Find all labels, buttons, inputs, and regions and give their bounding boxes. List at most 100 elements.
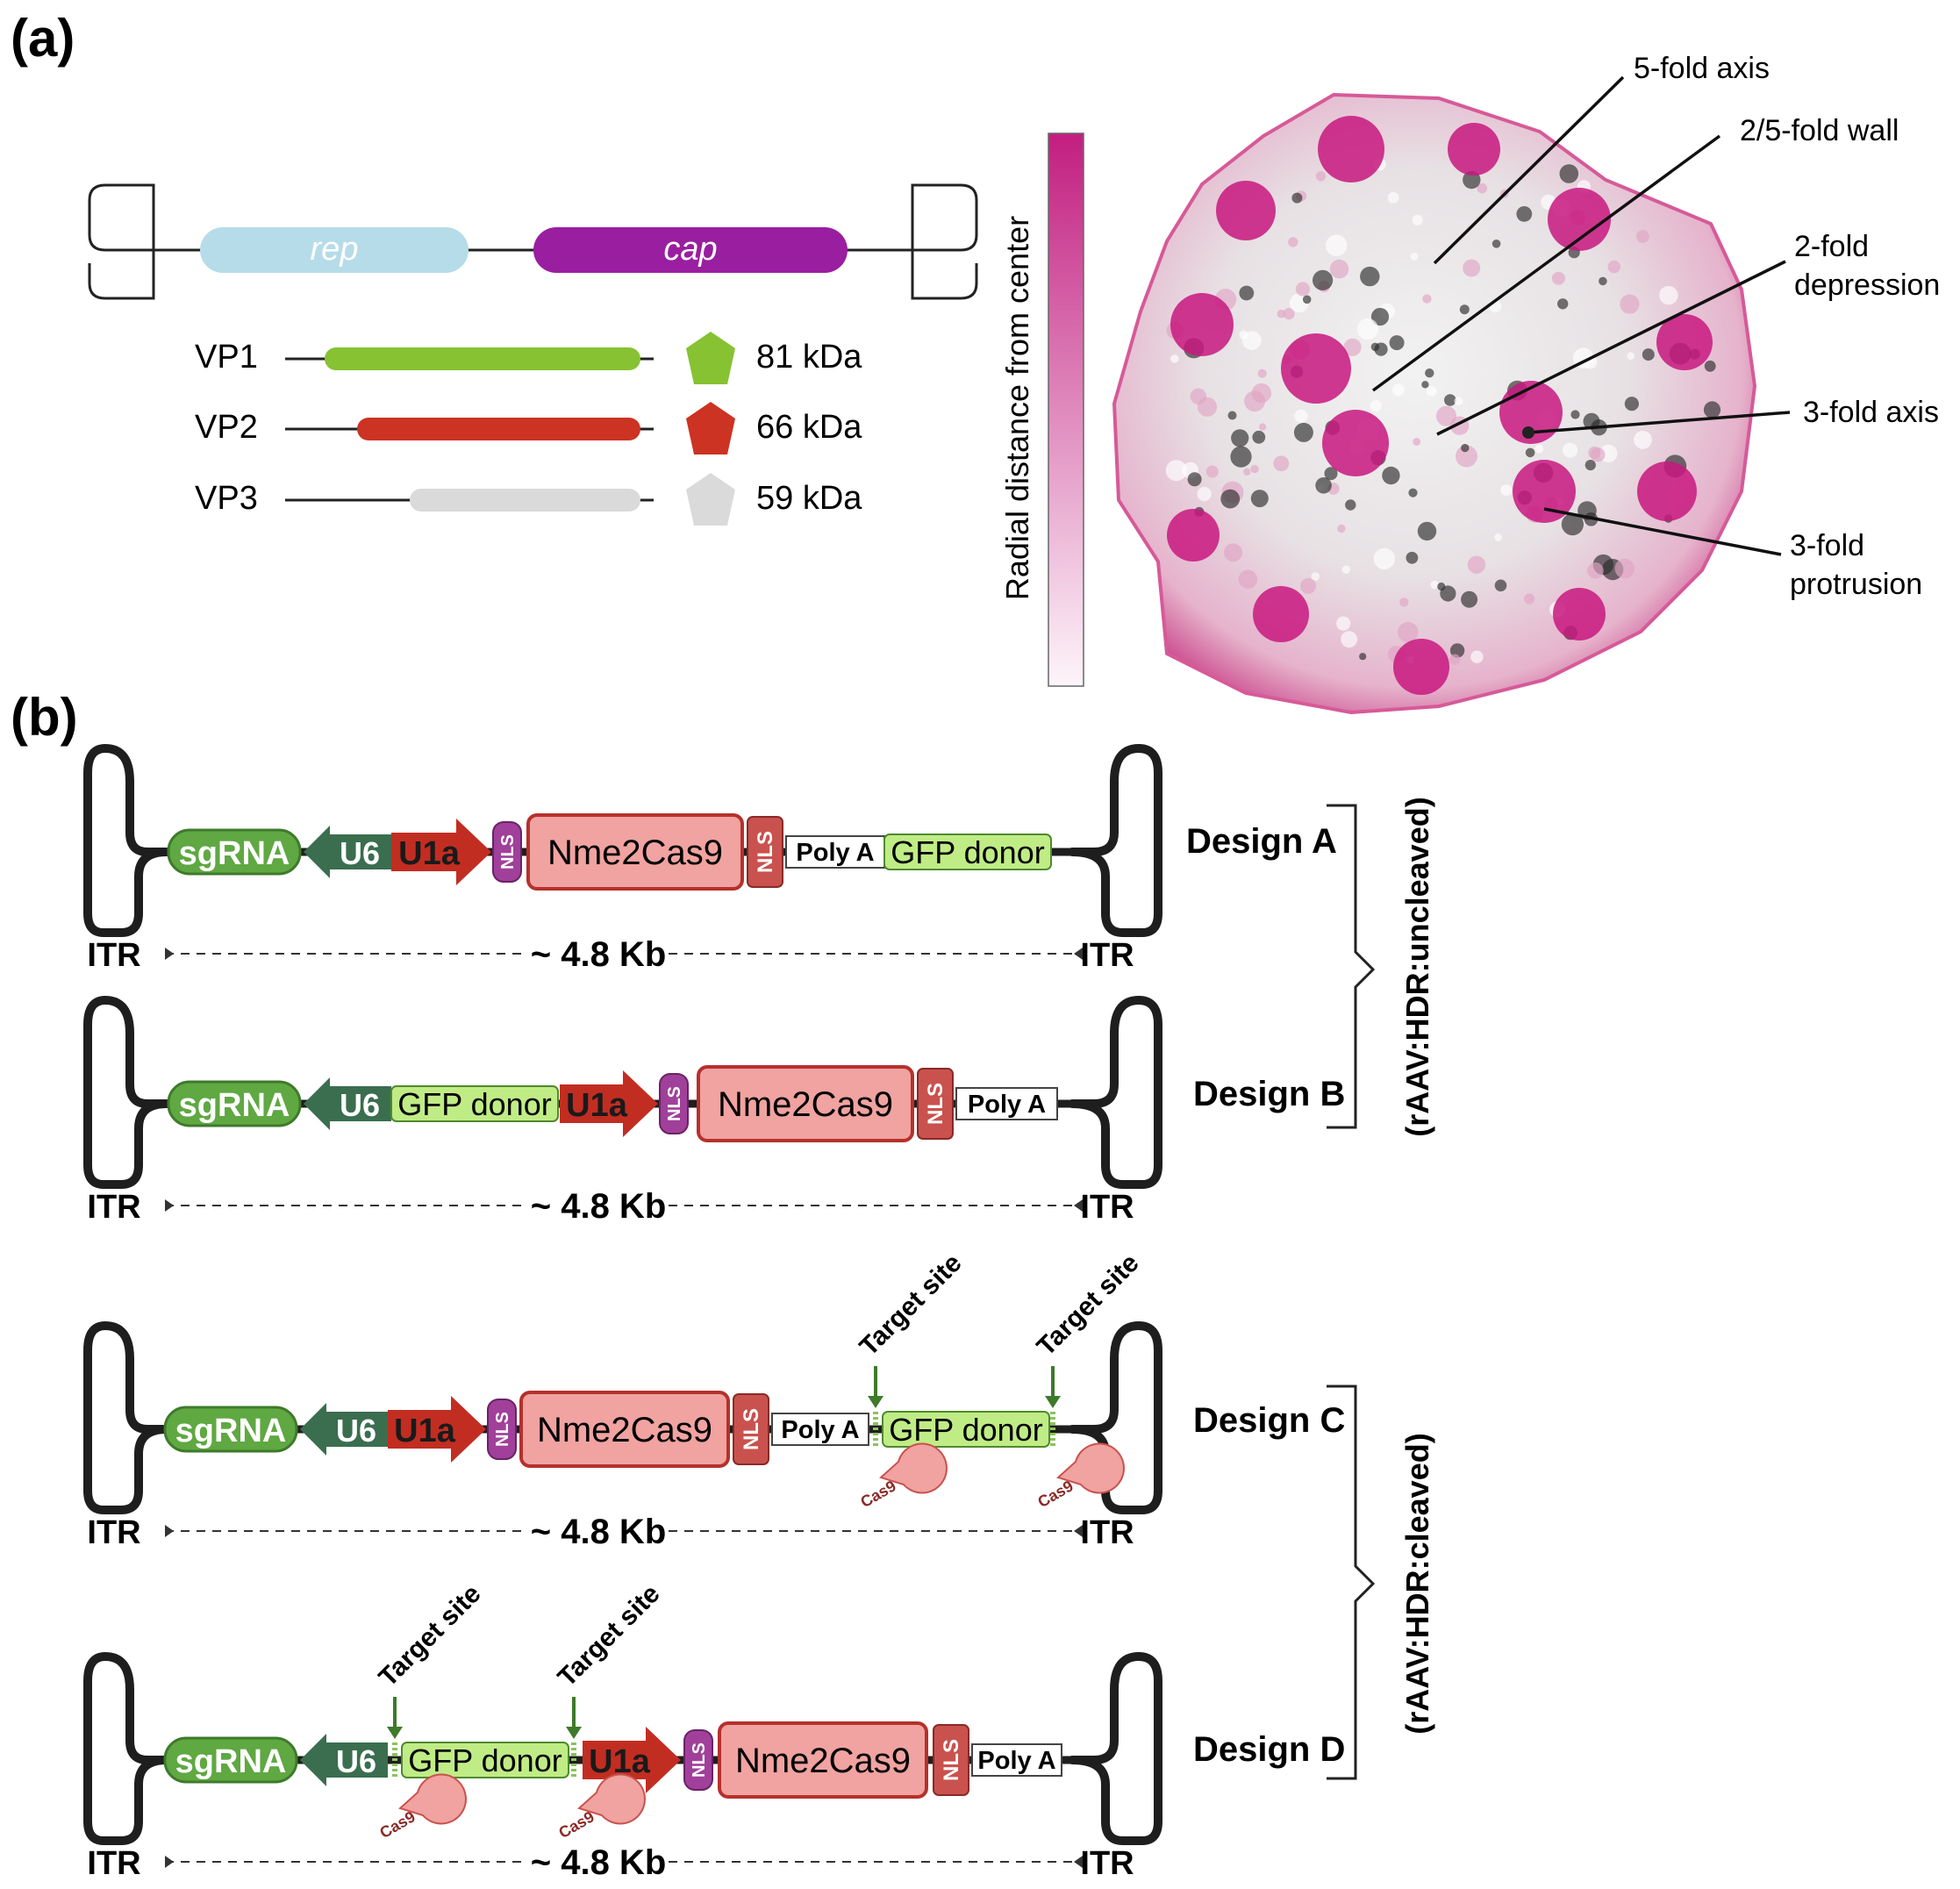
capsid-surface-speckle	[1389, 335, 1405, 351]
vp1-mass: 81 kDa	[756, 339, 862, 376]
cas9-label: Cas9	[376, 1807, 418, 1842]
u6-promoter	[304, 1077, 391, 1130]
polya-label: Poly A	[796, 839, 874, 867]
capsid-surface-speckle	[1461, 443, 1470, 453]
capsid-surface-speckle	[1607, 260, 1620, 274]
capsid-surface-speckle	[1588, 446, 1601, 460]
vp2-mass: 66 kDa	[756, 409, 862, 446]
capsid-surface-speckle	[1205, 465, 1219, 478]
capsid-surface-speckle	[1295, 282, 1311, 297]
sgrna-element	[167, 1080, 302, 1127]
itr-label-left: ITR	[87, 1189, 140, 1226]
capsid-surface-speckle	[1557, 298, 1569, 310]
capsid-protrusion	[1513, 460, 1576, 523]
capsid-surface-speckle	[1627, 352, 1635, 361]
label-five-fold-axis: 5-fold axis	[1634, 52, 1770, 85]
capsid-protrusion	[1253, 586, 1309, 642]
capsid-surface-speckle	[1412, 214, 1423, 225]
gfp-donor	[882, 1411, 1050, 1448]
capsid-surface-speckle	[1614, 558, 1635, 579]
capsid-surface-speckle	[1273, 455, 1290, 472]
vp1-label: VP1	[195, 339, 258, 376]
capsid-surface-speckle	[1477, 182, 1488, 194]
sgrna-label: sgRNA	[179, 1087, 290, 1124]
colorbar-label: Radial distance from center	[999, 216, 1035, 600]
gfp-donor-label: GFP donor	[397, 1086, 551, 1122]
itr-label-left: ITR	[87, 937, 140, 974]
capsid-surface-speckle	[1467, 555, 1486, 574]
nls-label: NLS	[498, 834, 518, 869]
nls-tag	[492, 821, 522, 883]
scale-tick-left	[165, 1856, 174, 1868]
colorbar-gradient	[1048, 132, 1084, 687]
cas9-enzyme-icon	[398, 1773, 467, 1825]
vp1-pentagon-icon	[686, 332, 735, 384]
cas9-label: Cas9	[1034, 1477, 1076, 1511]
scale-tick-left	[165, 1199, 174, 1212]
capsid-surface-speckle	[1461, 590, 1478, 608]
capsid-protrusion	[1548, 188, 1611, 251]
itr-label-left: ITR	[87, 1845, 140, 1882]
panel-b-label: (b)	[11, 688, 78, 747]
nme2cas9-gene	[526, 813, 744, 891]
leader-three-fold	[1527, 411, 1791, 434]
u6-label: U6	[340, 1087, 380, 1123]
itr-hairpin-left	[83, 1320, 171, 1514]
capsid-surface-speckle	[1315, 171, 1327, 182]
capsid-surface-speckle	[1251, 383, 1272, 404]
nls-label: NLS	[690, 1742, 709, 1778]
capsid-surface-speckle	[1410, 253, 1419, 261]
design-d-label: Design D	[1193, 1730, 1345, 1769]
polya-label: Poly A	[977, 1747, 1055, 1775]
itr-label-left: ITR	[87, 1514, 140, 1551]
capsid-surface-speckle	[1293, 422, 1313, 442]
panel-a-label: (a)	[11, 9, 75, 68]
itr-hairpin-right	[911, 183, 978, 300]
capsid-surface-speckle	[1239, 285, 1255, 301]
capsid-surface-speckle	[1421, 381, 1429, 389]
capsid-surface-speckle	[1165, 460, 1187, 482]
label-three-fold-prot-2: protrusion	[1790, 568, 1922, 601]
capsid-surface-speckle	[1463, 259, 1481, 277]
capsid-surface-speckle	[1170, 354, 1179, 363]
nls-label: NLS	[493, 1412, 512, 1447]
vp-proteins: VP1 81 kDa VP2 66 kDa VP3 59 kDa	[195, 332, 862, 526]
capsid-surface-speckle	[1313, 269, 1334, 290]
vp3-bar	[410, 489, 640, 512]
capsid-surface-speckle	[1703, 401, 1721, 419]
capsid-surface-speckle	[1370, 400, 1382, 412]
capsid-surface-speckle	[1300, 577, 1317, 594]
itr-hairpin-right	[1068, 995, 1162, 1189]
capsid-surface-speckle	[1444, 394, 1456, 406]
capsid-surface-speckle	[1559, 164, 1579, 183]
capsid-surface-speckle	[1435, 405, 1457, 426]
rep-gene	[200, 227, 469, 273]
scale-tick-right	[1074, 1856, 1083, 1868]
nls-label: NLS	[665, 1086, 684, 1121]
capsid-surface-speckle	[1197, 486, 1212, 502]
group-brackets	[1327, 804, 1376, 1780]
capsid-surface-speckle	[1642, 348, 1655, 361]
vp3-label: VP3	[195, 480, 258, 517]
sgrna-element	[163, 1736, 298, 1784]
label-wall: 2/5-fold wall	[1740, 114, 1899, 147]
capsid-surface-speckle	[1636, 230, 1649, 243]
capsid-protrusion	[1170, 293, 1234, 356]
design-c-label: Design C	[1193, 1401, 1345, 1440]
capsid-surface	[1112, 92, 1757, 715]
capsid-surface-speckle	[1398, 621, 1419, 643]
nme2cas9-gene	[718, 1721, 928, 1799]
capsid-surface-speckle	[1360, 266, 1380, 287]
cap-label: cap	[663, 231, 717, 268]
cas9-label: Cas9	[555, 1807, 597, 1842]
itr-hairpin-left	[83, 743, 171, 937]
polya-signal	[971, 1743, 1062, 1777]
label-two-fold-2: depression	[1794, 268, 1940, 302]
capsid-surface-speckle	[1387, 191, 1399, 204]
capsid-surface-speckle	[1449, 654, 1461, 665]
nme2cas9-label: Nme2Cas9	[718, 1085, 893, 1124]
target-site-label: Target site	[1032, 1249, 1145, 1362]
capsid-surface-speckle	[1252, 430, 1266, 444]
capsid-surface-speckle	[1337, 524, 1346, 533]
capsid-surface-speckle	[1250, 464, 1259, 474]
